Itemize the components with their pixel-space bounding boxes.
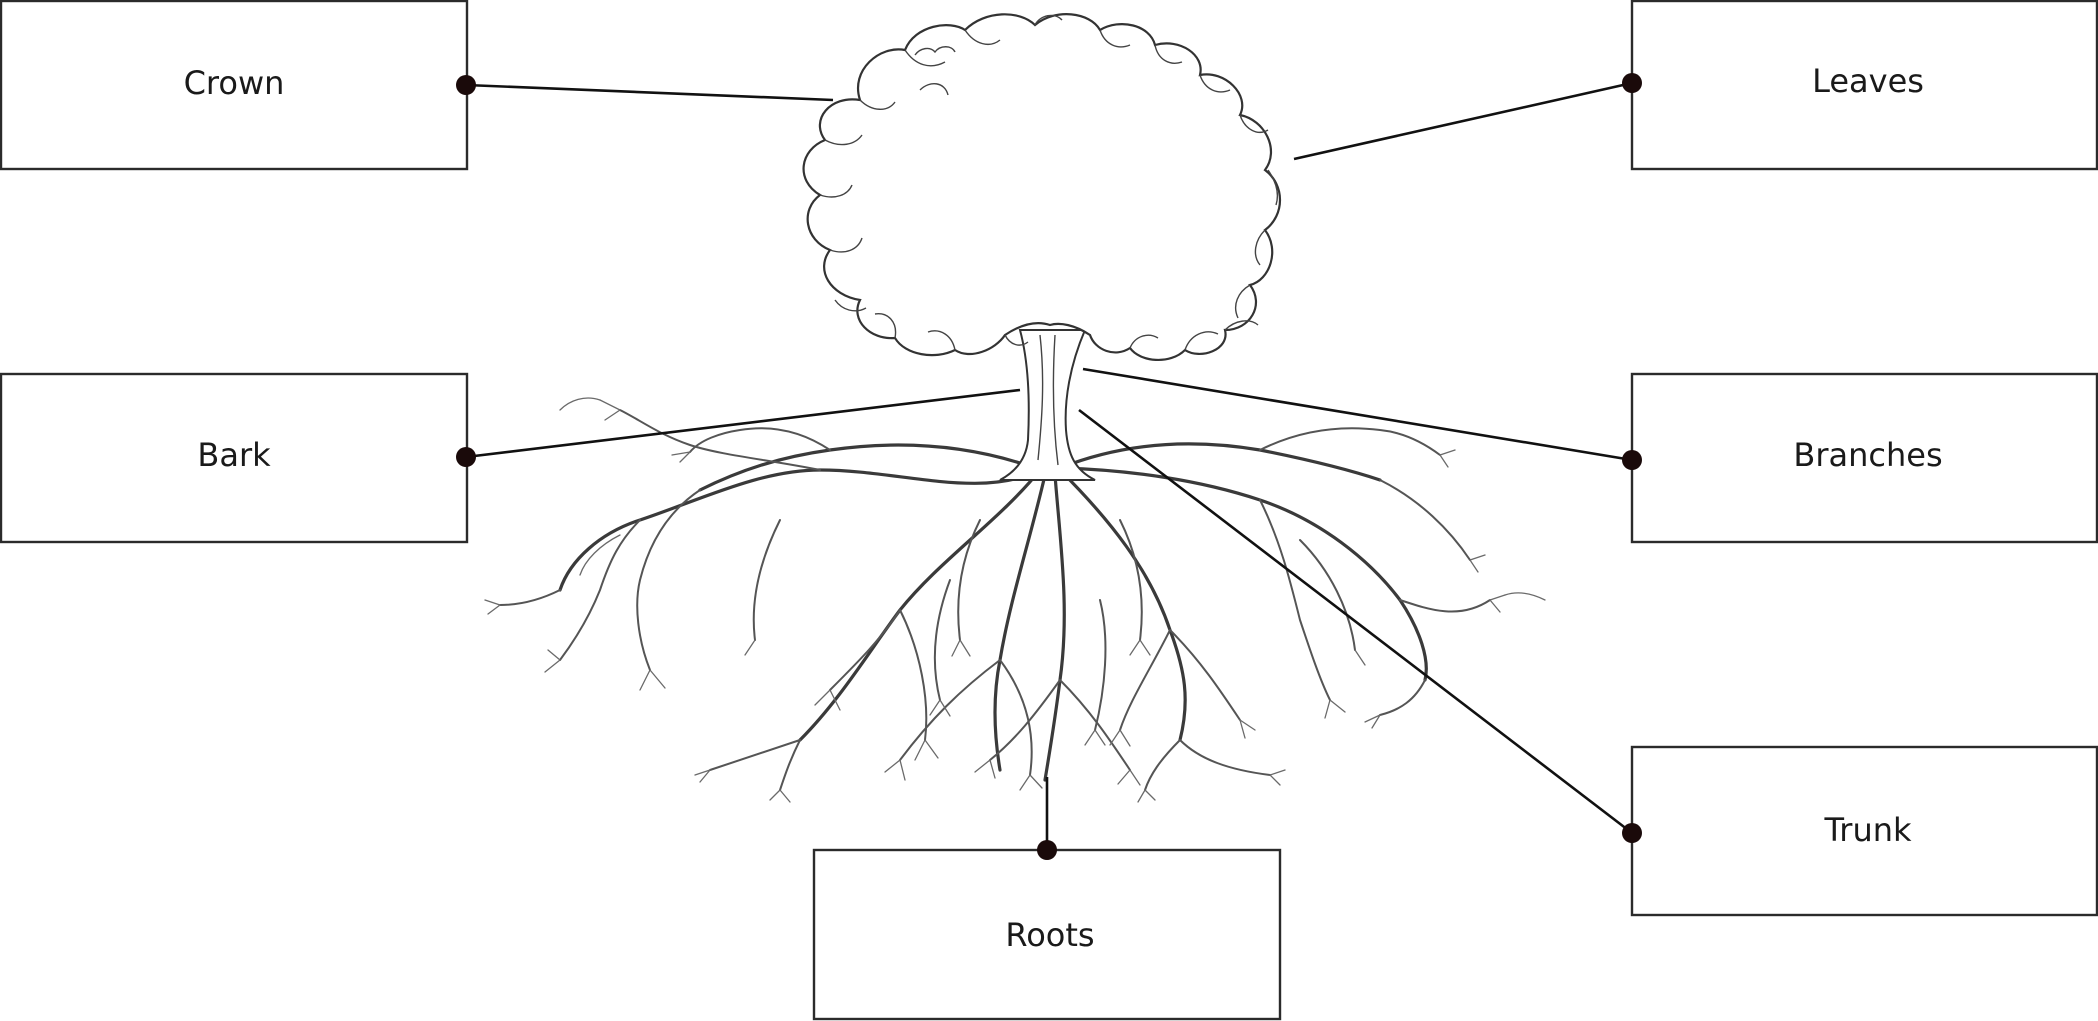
tree-illustration bbox=[484, 13, 1546, 803]
label-text-leaves: Leaves bbox=[1812, 62, 1924, 100]
crown-connector-dot bbox=[456, 75, 476, 95]
bark-connector-dot bbox=[456, 447, 476, 467]
label-text-trunk: Trunk bbox=[1823, 811, 1912, 849]
label-text-crown: Crown bbox=[184, 64, 285, 102]
label-box-branches bbox=[1630, 372, 2098, 544]
label-roots[interactable]: Roots bbox=[812, 848, 1282, 1021]
label-text-roots: Roots bbox=[1005, 916, 1094, 954]
label-branches[interactable]: Branches bbox=[1630, 372, 2098, 544]
label-box-bark bbox=[0, 372, 469, 544]
label-leaves[interactable]: Leaves bbox=[1630, 0, 2098, 171]
label-trunk[interactable]: Trunk bbox=[1630, 745, 2098, 917]
canopy-drawing bbox=[802, 13, 1281, 362]
label-box-trunk bbox=[1630, 745, 2098, 917]
label-box-crown bbox=[0, 0, 469, 171]
trunk-drawing bbox=[999, 329, 1096, 481]
trunk-connector-dot bbox=[1622, 823, 1642, 843]
label-text-branches: Branches bbox=[1793, 436, 1942, 474]
crown-leader-line bbox=[465, 83, 834, 102]
branches-leader-line bbox=[1082, 367, 1633, 462]
label-text-bark: Bark bbox=[197, 436, 271, 474]
branches-connector-dot bbox=[1622, 450, 1642, 470]
label-box-roots bbox=[812, 848, 1282, 1021]
label-crown[interactable]: Crown bbox=[0, 0, 469, 171]
roots-connector-dot bbox=[1037, 840, 1057, 860]
leader-lines bbox=[465, 81, 1633, 850]
trunk-leader-line bbox=[1078, 408, 1633, 835]
leaves-connector-dot bbox=[1622, 73, 1642, 93]
leaves-leader-line bbox=[1293, 81, 1633, 161]
connector-dots bbox=[456, 73, 1642, 860]
roots-drawing bbox=[484, 397, 1546, 803]
label-bark[interactable]: Bark bbox=[0, 372, 469, 544]
bark-leader-line bbox=[465, 388, 1021, 459]
